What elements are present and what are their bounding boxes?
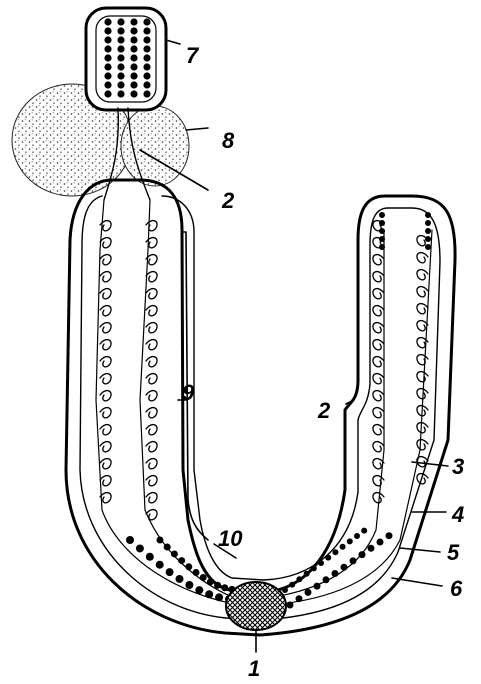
label-8: 8 (222, 128, 235, 153)
label-7: 7 (186, 43, 200, 68)
capsule-organ (86, 8, 166, 110)
bead-chains (126, 212, 431, 609)
label-9: 9 (182, 380, 195, 405)
coiled-fibers (100, 221, 428, 520)
u-tube (66, 180, 455, 635)
label-2-top: 2 (221, 188, 235, 213)
label-1: 1 (248, 656, 260, 681)
label-6: 6 (450, 576, 463, 601)
label-10: 10 (218, 526, 243, 551)
label-5: 5 (447, 540, 460, 565)
label-2-right: 2 (317, 398, 331, 423)
label-3: 3 (452, 454, 464, 479)
label-4: 4 (451, 502, 464, 527)
ganglion (226, 582, 286, 630)
